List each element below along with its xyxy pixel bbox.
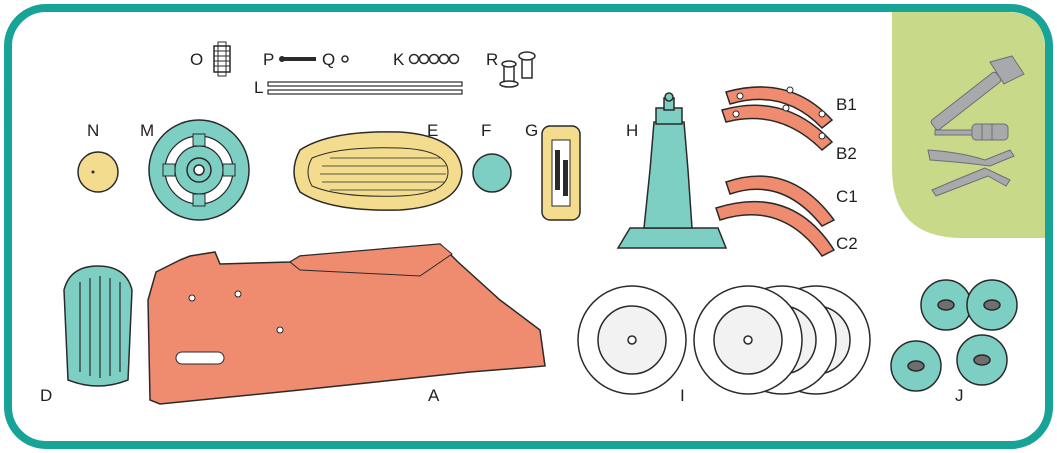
label-B2: B2 bbox=[836, 145, 857, 162]
part-Q-bead bbox=[342, 56, 348, 62]
part-D-grille bbox=[64, 266, 132, 386]
label-R: R bbox=[486, 51, 498, 68]
label-O: O bbox=[190, 51, 203, 68]
label-D: D bbox=[40, 387, 52, 404]
label-C1: C1 bbox=[836, 188, 858, 205]
label-F: F bbox=[481, 122, 491, 139]
part-F-disk bbox=[473, 154, 511, 192]
label-E: E bbox=[427, 122, 438, 139]
part-N-ball bbox=[78, 152, 118, 192]
label-K: K bbox=[393, 51, 404, 68]
part-K-beads bbox=[410, 55, 459, 64]
part-E-body bbox=[294, 132, 462, 210]
label-P: P bbox=[263, 51, 274, 68]
label-L: L bbox=[254, 79, 263, 96]
label-N: N bbox=[87, 122, 99, 139]
label-M: M bbox=[140, 122, 154, 139]
part-I-wheels bbox=[578, 286, 870, 394]
part-O-spring bbox=[214, 42, 230, 76]
label-G: G bbox=[525, 122, 538, 139]
tools-panel bbox=[892, 12, 1045, 238]
label-C2: C2 bbox=[836, 235, 858, 252]
label-H: H bbox=[626, 122, 638, 139]
label-B1: B1 bbox=[836, 96, 857, 113]
part-G-plate bbox=[542, 126, 580, 220]
label-A: A bbox=[428, 387, 439, 404]
label-J: J bbox=[955, 387, 964, 404]
label-Q: Q bbox=[322, 51, 335, 68]
label-I: I bbox=[680, 387, 685, 404]
part-M-wheel bbox=[149, 120, 249, 220]
